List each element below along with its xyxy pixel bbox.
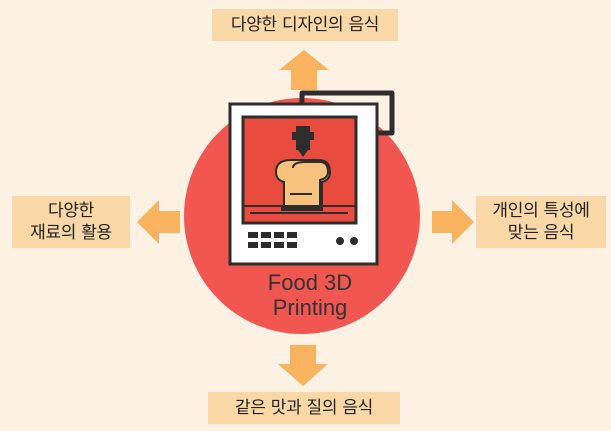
label-text-line-2: 맞는 음식	[507, 223, 575, 243]
center-title-line-2: Printing	[272, 295, 348, 320]
3d-printer-icon	[228, 90, 395, 266]
label-diverse-design: 다양한 디자인의 음식	[212, 9, 398, 41]
indicator-light-icon	[336, 237, 344, 245]
control-keypad-icon	[248, 232, 297, 248]
label-text-line-1: 개인의 특성에	[492, 201, 590, 221]
label-consistent-quality: 같은 맛과 질의 음식	[208, 392, 400, 424]
label-text: 같은 맛과 질의 음식	[234, 398, 374, 418]
arrow-right-icon	[432, 200, 474, 244]
label-text-line-2: 재료의 활용	[30, 223, 112, 243]
arrow-left-icon	[137, 200, 180, 244]
label-personalized-food: 개인의 특성에 맞는 음식	[476, 196, 606, 248]
arrow-up-icon	[279, 50, 329, 90]
label-text: 다양한 디자인의 음식	[230, 15, 380, 35]
indicator-light-icon	[350, 237, 358, 245]
center-title: Food 3D Printing	[240, 270, 380, 320]
arrow-down-icon	[278, 345, 328, 386]
label-diverse-ingredients: 다양한 재료의 활용	[12, 196, 130, 248]
center-title-line-1: Food 3D	[267, 270, 353, 295]
label-text-line-1: 다양한	[47, 201, 95, 221]
